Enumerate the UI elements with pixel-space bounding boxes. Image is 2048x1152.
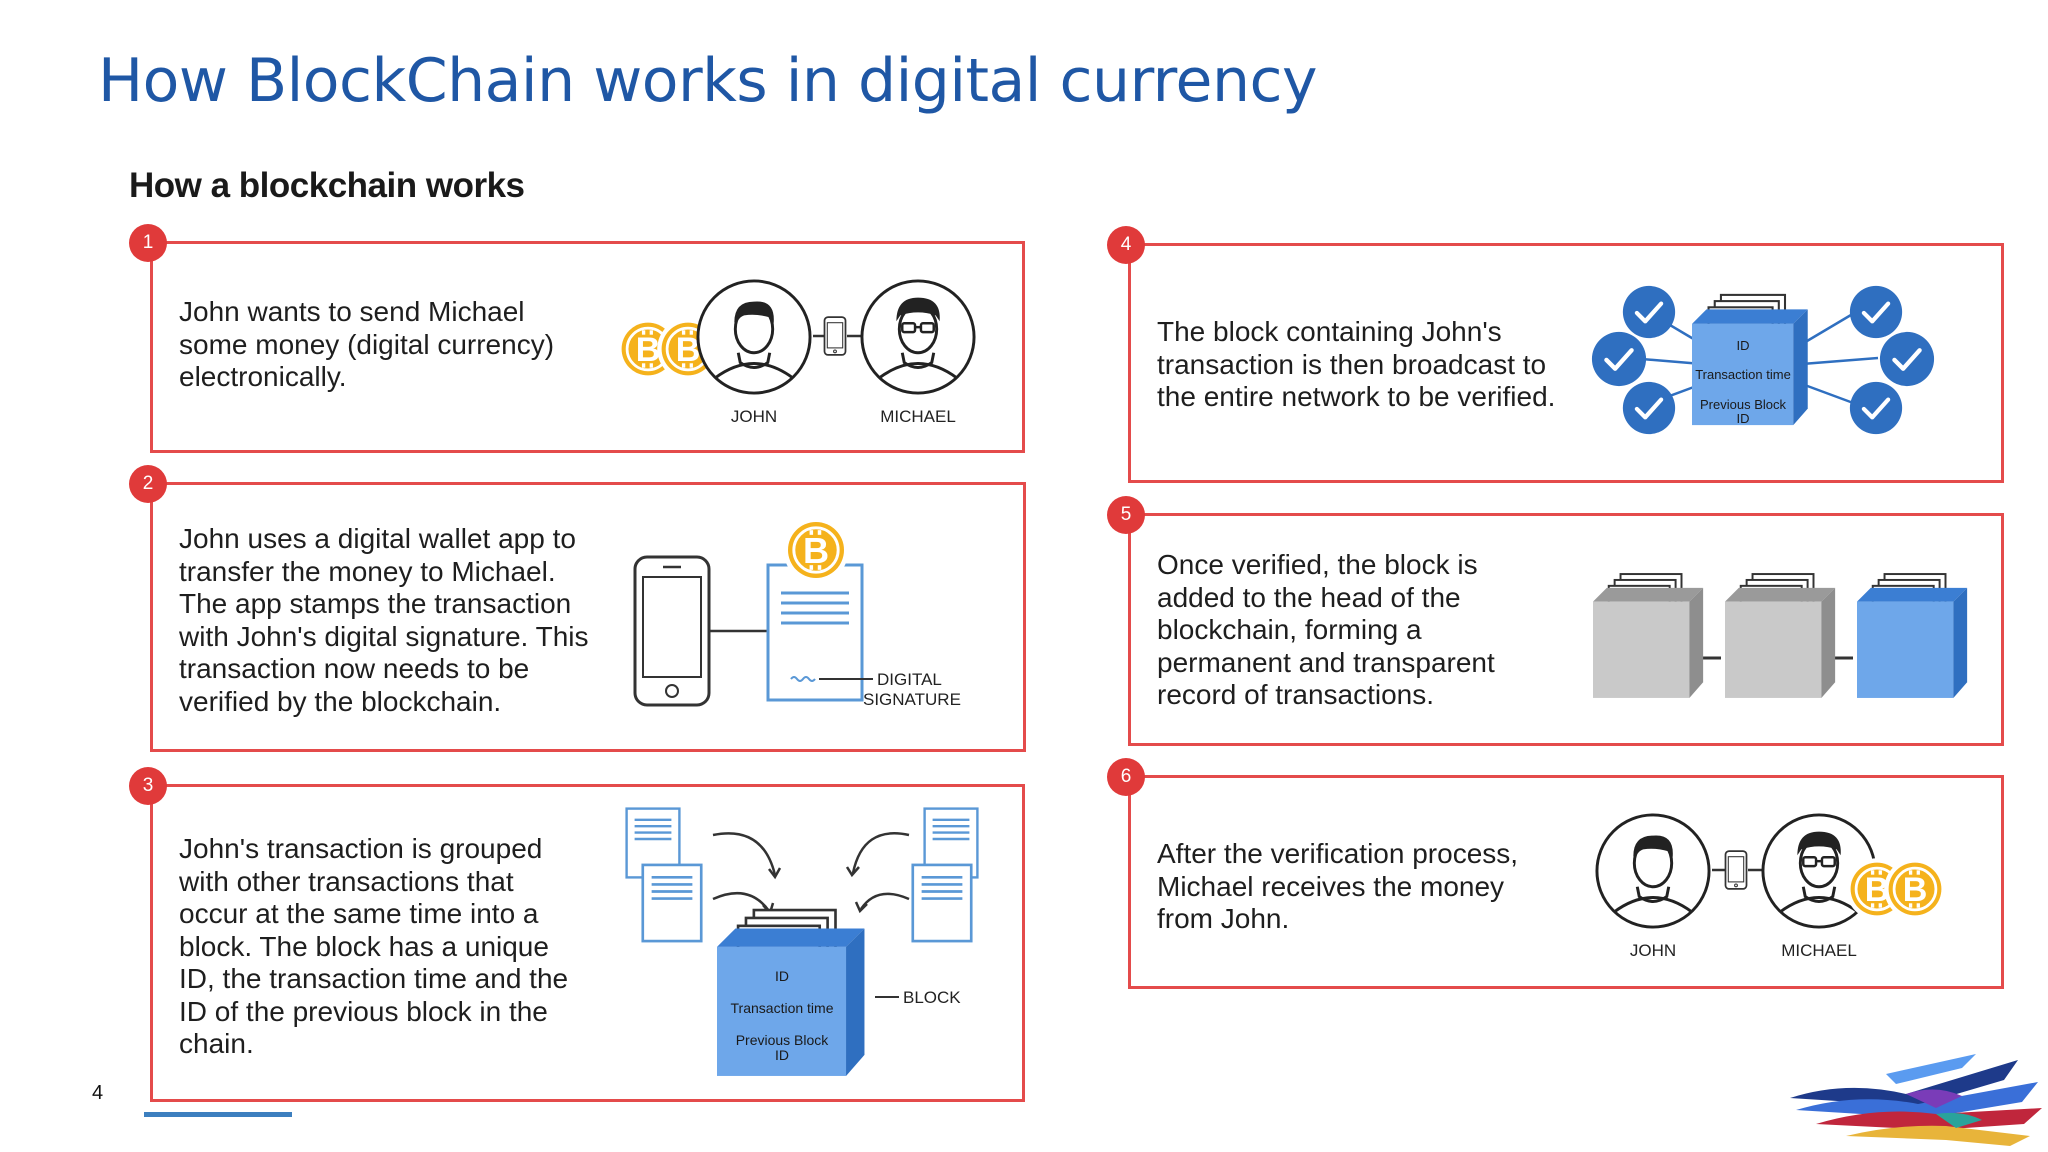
- label-john: JOHN: [731, 407, 777, 426]
- step-text: John's transaction is grouped with other…: [179, 833, 569, 1059]
- step-panel-2: John uses a digital wallet app to transf…: [150, 482, 1026, 752]
- step-badge-5: 5: [1107, 496, 1145, 534]
- accent-bar: [144, 1112, 292, 1117]
- block-field-time: Transaction time: [1695, 367, 1791, 382]
- arrow-icon: [712, 832, 777, 876]
- label-michael: MICHAEL: [1781, 941, 1857, 960]
- label-digital: DIGITAL: [877, 670, 942, 689]
- label-john: JOHN: [1630, 941, 1676, 960]
- block-field-id: ID: [775, 968, 789, 984]
- step-panel-3: John's transaction is grouped with other…: [150, 784, 1025, 1102]
- decorative-logo-graphic: [1790, 1054, 2042, 1146]
- label-signature: SIGNATURE: [863, 690, 961, 709]
- label-michael: MICHAEL: [880, 407, 956, 426]
- bitcoin-icon: [781, 515, 851, 585]
- person-icon: [696, 279, 812, 395]
- phone-icon: [633, 555, 711, 707]
- block-field-prev: Previous Block: [736, 1032, 830, 1048]
- step-text: John wants to send Michael some money (d…: [179, 296, 555, 392]
- block-field-prev: Previous Block: [1700, 397, 1786, 412]
- step-text: The block containing John's transaction …: [1157, 316, 1556, 412]
- block-field-id: ID: [1737, 338, 1750, 353]
- step-panel-1: John wants to send Michael some money (d…: [150, 241, 1025, 453]
- step-badge-1: 1: [129, 224, 167, 262]
- step-illustration: ID Transaction time Previous Block ID: [1586, 268, 1996, 468]
- phone-icon: [823, 316, 847, 356]
- document-icon: [766, 563, 864, 702]
- step-illustration: ID Transaction time Previous Block ID BL…: [625, 807, 979, 1078]
- diagram-subtitle: How a blockchain works: [129, 166, 525, 205]
- step-text: After the verification process, Michael …: [1157, 838, 1519, 934]
- step-illustration: [1593, 573, 1969, 699]
- phone-icon: [1724, 850, 1748, 890]
- step-panel-6: After the verification process, Michael …: [1128, 775, 2004, 989]
- label-block: BLOCK: [903, 988, 961, 1007]
- step-text: Once verified, the block is added to the…: [1157, 549, 1495, 710]
- block-icon: [1593, 573, 1705, 699]
- person-icon: [1595, 813, 1711, 929]
- person-glasses-icon: [860, 279, 976, 395]
- step-illustration: JOHN MICHAEL: [1595, 813, 1948, 960]
- step-illustration: DIGITAL SIGNATURE: [633, 515, 961, 709]
- step-panel-5: Once verified, the block is added to the…: [1128, 513, 2004, 746]
- check-node-icon: [1623, 286, 1675, 338]
- block-field-prev-id: ID: [775, 1047, 789, 1063]
- block-field-time: Transaction time: [731, 1000, 834, 1016]
- slide-title: How BlockChain works in digital currency: [98, 46, 1317, 116]
- step-badge-2: 2: [129, 465, 167, 503]
- step-badge-4: 4: [1107, 226, 1145, 264]
- step-badge-3: 3: [129, 767, 167, 805]
- block-icon: [717, 908, 866, 1078]
- step-badge-6: 6: [1107, 758, 1145, 796]
- step-panel-4: The block containing John's transaction …: [1128, 243, 2004, 483]
- step-illustration: JOHN MICHAEL: [615, 279, 976, 426]
- step-text: John uses a digital wallet app to transf…: [179, 523, 589, 717]
- page-number: 4: [92, 1082, 104, 1104]
- block-field-prev-id: ID: [1737, 411, 1750, 426]
